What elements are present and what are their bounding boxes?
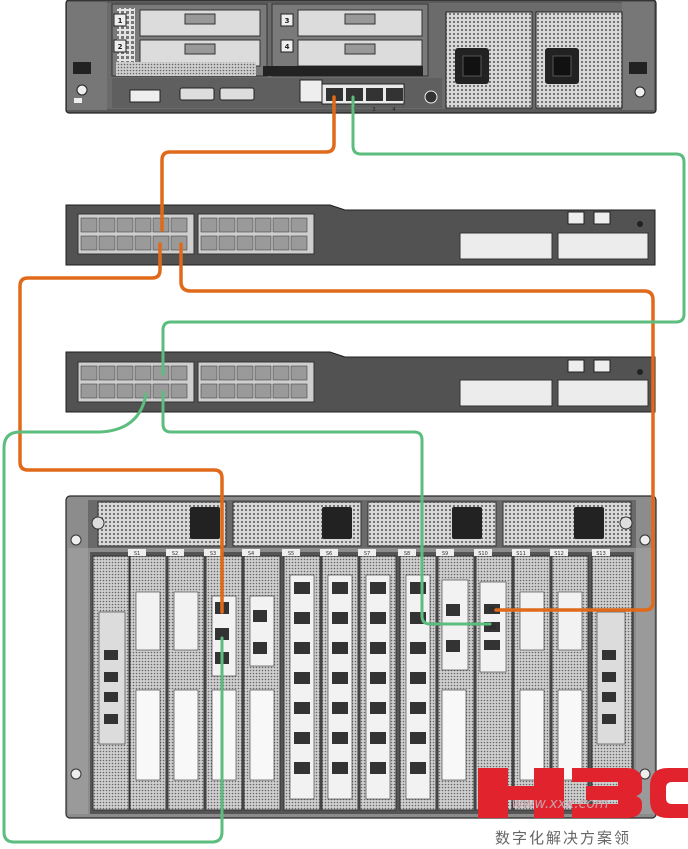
chassis-port-label-p1: P1 — [490, 607, 496, 613]
slot-label: S12 — [554, 551, 564, 557]
sfp-cages — [104, 582, 616, 774]
server-right-ear — [622, 2, 654, 110]
access-switch-2 — [65, 351, 656, 413]
cable-orange-server-to-switch1 — [160, 95, 336, 232]
riser-number-4: 4 — [285, 43, 290, 51]
server-nic-port-3 — [366, 88, 383, 101]
server-nic-port-4 — [386, 88, 403, 101]
serial-port — [179, 87, 215, 101]
server-psu-2 — [535, 11, 623, 109]
server-left-ear — [67, 2, 107, 110]
cable-green-switch2-to-chassis-left — [2, 392, 224, 844]
riser-bay-right: 3 4 — [271, 3, 429, 77]
chassis-port-label-p2: P2 — [490, 625, 496, 631]
slot-label: S11 — [516, 551, 526, 557]
cable-green-server-to-switch2 — [161, 95, 686, 376]
slot-label-row: S1 S2 S3 S4 S5 S6 S7 S8 S9 S10 S11 S12 S… — [128, 549, 610, 557]
usb-ports — [299, 79, 323, 103]
chassis-psu-row — [97, 501, 632, 547]
slot-label: S1 — [134, 551, 140, 557]
vga-port — [219, 87, 255, 101]
mgmt-port — [129, 89, 161, 103]
slot-label: S8 — [404, 551, 410, 557]
server-nic: 1 2 3 4 — [321, 83, 438, 113]
riser-number-2: 2 — [118, 43, 123, 51]
slot-label: S6 — [326, 551, 332, 557]
watermark-text: www.xxx.com — [511, 796, 608, 812]
modular-chassis: S1 S2 S3 S4 S5 S6 S7 S8 S9 S10 S11 S12 S… — [65, 495, 657, 819]
cable-orange-switch1-to-chassis-left — [18, 242, 224, 614]
h3c-logo: www.xxx.com — [478, 768, 688, 818]
rack-server: 1 2 3 4 — [65, 0, 657, 114]
server-nic-port-2 — [346, 88, 363, 101]
slot-label: S9 — [442, 551, 448, 557]
riser-bay-left: 1 2 — [111, 3, 268, 77]
slot-label: S5 — [288, 551, 294, 557]
riser-number-3: 3 — [285, 17, 290, 25]
server-port-mark-4: 4 — [392, 107, 395, 113]
brand-tagline: 数字化解决方案领 — [495, 829, 631, 847]
riser-number-1: 1 — [118, 17, 123, 25]
server-psu-1 — [445, 11, 533, 109]
slot-label: S2 — [172, 551, 178, 557]
slot-label: S10 — [478, 551, 488, 557]
switch-1-port-grid — [80, 217, 308, 251]
slot-label: S4 — [248, 551, 254, 557]
server-port-mark-3: 3 — [372, 107, 375, 113]
slot-label: S13 — [596, 551, 606, 557]
server-nic-port-1 — [326, 88, 343, 101]
access-switch-1 — [65, 204, 656, 266]
cable-green-switch2-to-chassis-right — [161, 390, 492, 626]
cable-orange-switch1-to-chassis-right — [179, 242, 655, 612]
slot-label: S3 — [210, 551, 216, 557]
slot-label: S7 — [364, 551, 370, 557]
